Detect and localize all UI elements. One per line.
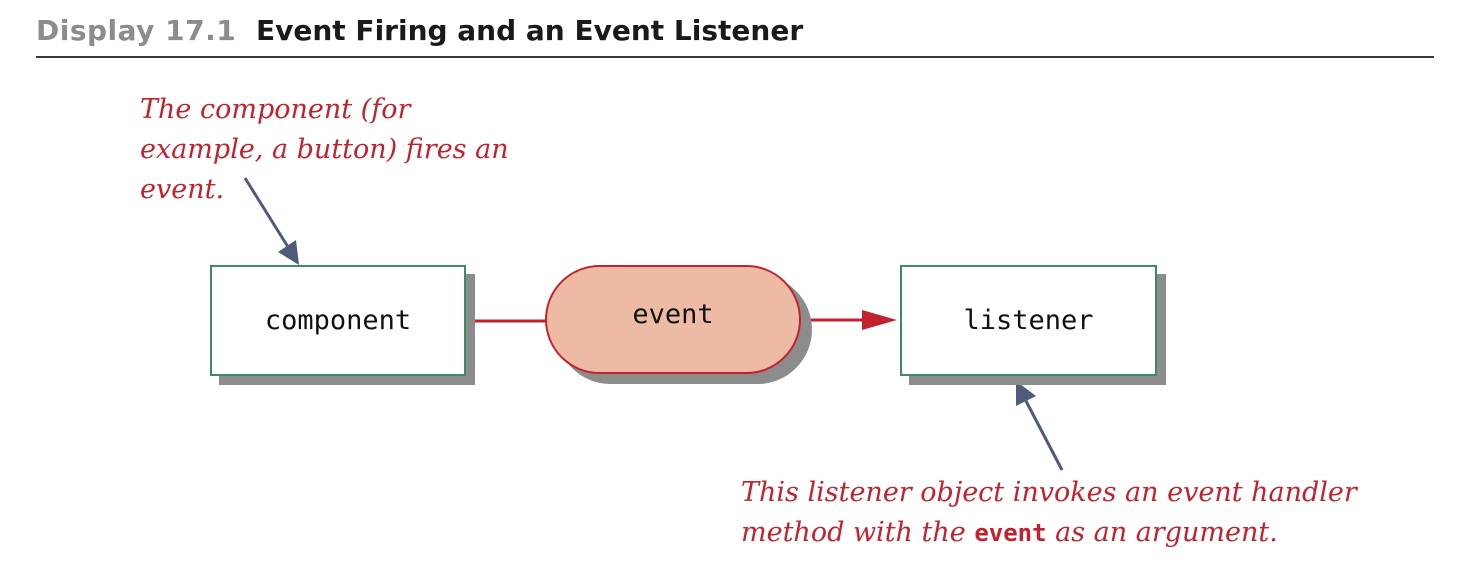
display-number: Display 17.1	[36, 14, 237, 47]
listener-annotation-text-before: method with the	[741, 517, 975, 548]
event-listener-arrowhead	[862, 310, 897, 330]
listener-annotation-line-1: This listener object invokes an event ha…	[741, 477, 1357, 508]
listener-pointer-line	[1024, 400, 1064, 471]
event-pill: event	[545, 265, 801, 374]
component-box: component	[210, 265, 466, 376]
component-annotation-line-2: example, a button) fires an	[140, 134, 509, 165]
display-header: Display 17.1 Event Firing and an Event L…	[36, 6, 1434, 58]
component-pointer-line	[243, 177, 290, 248]
component-pointer-arrowhead	[278, 240, 299, 265]
listener-annotation: This listener object invokes an event ha…	[741, 473, 1357, 553]
component-label: component	[264, 305, 412, 336]
listener-annotation-text-after: as an argument.	[1046, 517, 1278, 548]
component-annotation-line-3: event.	[140, 174, 225, 205]
listener-label: listener	[963, 305, 1094, 336]
listener-annotation-line-2: method with the event as an argument.	[741, 513, 1357, 553]
listener-pointer-arrowhead	[1016, 381, 1036, 406]
display-title: Event Firing and an Event Listener	[256, 14, 804, 47]
listener-annotation-code-word: event	[974, 519, 1047, 547]
listener-box: listener	[900, 265, 1157, 376]
component-annotation-line-1: The component (for	[140, 94, 411, 125]
component-annotation: The component (for example, a button) fi…	[140, 90, 509, 210]
event-label: event	[632, 299, 714, 330]
